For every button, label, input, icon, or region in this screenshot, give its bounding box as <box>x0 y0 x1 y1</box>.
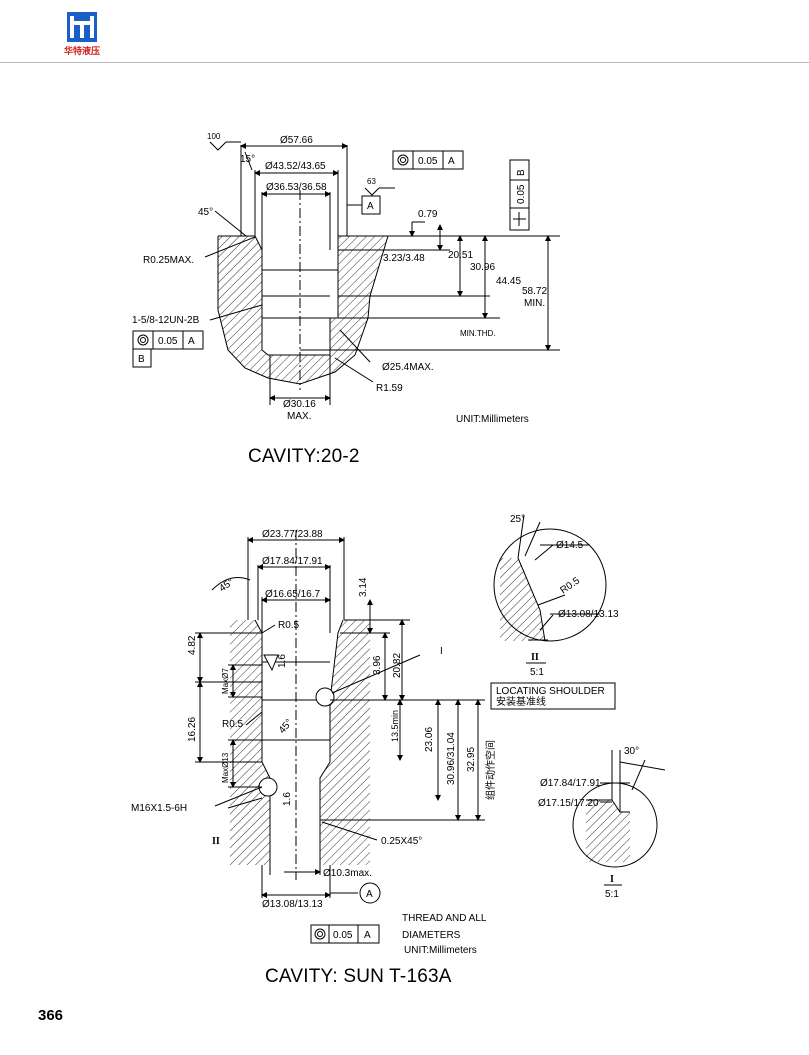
detail-i-scale: 5:1 <box>605 889 619 900</box>
dim-3096: 30.96 <box>470 262 495 273</box>
angle-45-mid: 45° <box>277 717 295 736</box>
dim-d1665: Ø16.65/16.7 <box>265 589 320 600</box>
mark-i: I <box>440 646 443 657</box>
detail-ii-angle: 25° <box>510 514 525 525</box>
dim-314: 3.14 <box>358 577 369 597</box>
dim-135: 13.5min <box>390 710 400 742</box>
dim-16b: 1.6 <box>282 792 293 806</box>
r05-top: R0.5 <box>278 620 300 631</box>
logo-icon <box>67 12 97 42</box>
tol1-val: 0.05 <box>418 156 438 167</box>
thread-m16: M16X1.5-6H <box>131 803 187 814</box>
roughness-100: 100 <box>207 132 221 141</box>
max-d13: MaxØ13 <box>221 752 230 783</box>
dim-d2377: Ø23.77/23.88 <box>262 529 323 540</box>
datum-a-1: A <box>367 201 374 212</box>
dim-079: 0.79 <box>418 209 438 220</box>
dim-d3016-max: MAX. <box>287 411 311 422</box>
dim-16: 1.6 <box>277 654 288 668</box>
dim-323: 3.23/3.48 <box>383 253 425 264</box>
dim-d43: Ø43.52/43.65 <box>265 161 326 172</box>
r025: R0.25MAX. <box>143 255 194 266</box>
tol-ref: A <box>364 930 371 941</box>
dim-2051: 20.51 <box>448 250 473 261</box>
dim-d1784: Ø17.84/17.91 <box>262 556 323 567</box>
detail-i-label: I <box>610 874 614 885</box>
detail-i-labels: 30° Ø17.84/17.91 Ø17.15/17.20 I 5:1 <box>538 746 639 900</box>
dim-1626: 16.26 <box>187 717 198 742</box>
dim-3096: 30.96/31.04 <box>446 732 457 785</box>
detail-i-d1784: Ø17.84/17.91 <box>540 778 601 789</box>
dim-d36: Ø36.53/36.58 <box>266 182 327 193</box>
datum-b: B <box>138 354 145 365</box>
dim-5872-min: MIN. <box>524 298 545 309</box>
dim-4445: 44.45 <box>496 276 521 287</box>
note-thread: THREAD AND ALL <box>402 913 487 924</box>
page-number: 366 <box>38 1007 64 1024</box>
dim-d103: Ø10.3max. <box>323 868 372 879</box>
datum-a-2: A <box>366 889 373 900</box>
cavity-20-2-drawing <box>132 141 560 405</box>
tol1-ref: A <box>448 156 455 167</box>
angle-45: 45° <box>198 207 213 218</box>
detail-i-angle: 30° <box>624 746 639 757</box>
note-diameters: DIAMETERS <box>402 930 461 941</box>
cavity-t163a-labels: Ø23.77/23.88 Ø17.84/17.91 45° Ø16.65/16.… <box>131 529 605 956</box>
angle-15: 15° <box>240 154 255 165</box>
dim-2082: 20.82 <box>392 653 403 678</box>
detail-ii <box>493 514 607 642</box>
cavity-20-2-labels: 100 Ø57.66 15° Ø43.52/43.65 Ø36.53/36.58… <box>132 132 547 425</box>
max-d7: MaxØ7 <box>221 668 230 694</box>
dim-3295: 32.95 <box>466 747 477 772</box>
detail-ii-scale: 5:1 <box>530 667 544 678</box>
cavity1-unit: UNIT:Millimeters <box>456 414 529 425</box>
dim-d57: Ø57.66 <box>280 135 313 146</box>
min-thd: MIN.THD. <box>460 329 496 338</box>
tol2-ref: B <box>516 169 527 176</box>
thread-spec: 1-5/8-12UN-2B <box>132 315 200 326</box>
mark-ii: II <box>212 836 220 847</box>
dim-396: 3.96 <box>372 655 383 675</box>
cavity-t163a-drawing <box>195 530 616 944</box>
locating-shoulder-cn: 安装基准线 <box>496 695 546 708</box>
locating-shoulder-en: LOCATING SHOULDER <box>496 686 605 697</box>
page-header: 华特液压 <box>0 0 809 64</box>
detail-i-d1715: Ø17.15/17.20 <box>538 798 599 809</box>
detail-ii-d145: Ø14.5 <box>556 540 584 551</box>
cavity2-unit: UNIT:Millimeters <box>404 945 477 956</box>
dim-2306: 23.06 <box>424 727 435 752</box>
tol3-val: 0.05 <box>158 336 178 347</box>
roughness-63: 63 <box>367 177 376 186</box>
dim-d254: Ø25.4MAX. <box>382 362 434 373</box>
detail-ii-d1308: Ø13.08/13.13 <box>558 609 619 620</box>
tol3-ref: A <box>188 336 195 347</box>
detail-i <box>572 750 666 868</box>
chamfer: 0.25X45° <box>381 836 422 847</box>
r159: R1.59 <box>376 383 403 394</box>
tol2-val: 0.05 <box>516 184 527 204</box>
brand-logo: 华特液压 <box>62 12 102 58</box>
dim-d1308: Ø13.08/13.13 <box>262 899 323 910</box>
cavity-t163a-title: CAVITY: SUN T-163A <box>265 966 452 987</box>
header-divider <box>0 62 809 63</box>
detail-ii-label: II <box>531 652 539 663</box>
vertical-cn: 组件动作空间 <box>484 740 497 800</box>
tol-val: 0.05 <box>333 930 353 941</box>
dim-5872: 58.72 <box>522 286 547 297</box>
brand-name: 华特液压 <box>63 46 100 56</box>
cavity-20-2-title: CAVITY:20-2 <box>248 446 360 467</box>
logo-glyph <box>70 16 94 38</box>
r05-mid: R0.5 <box>222 719 244 730</box>
dim-d3016: Ø30.16 <box>283 399 316 410</box>
dim-482: 4.82 <box>187 635 198 655</box>
angle-45-top: 45° <box>217 577 236 595</box>
